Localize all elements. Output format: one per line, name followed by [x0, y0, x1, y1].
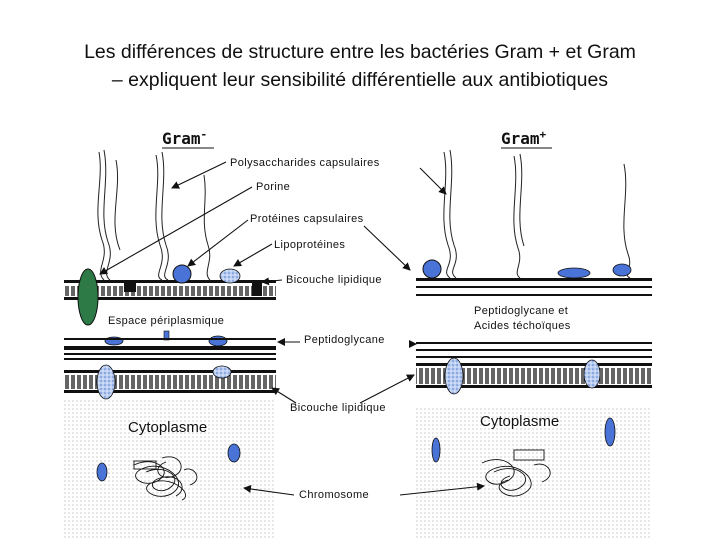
label-peptidoglycane-et: Peptidoglycane et	[474, 305, 568, 317]
label-espace-periplasmique: Espace périplasmique	[108, 315, 224, 327]
title-line-2: – expliquent leur sensibilité différenti…	[111, 69, 609, 91]
label-bicouche-top: Bicouche lipidique	[286, 274, 382, 286]
label-proteines-capsulaires: Protéines capsulaires	[250, 213, 364, 225]
label-chromosome: Chromosome	[299, 489, 369, 501]
gram-positive-title: Gram+	[501, 128, 547, 148]
gram-positive-side	[416, 149, 652, 497]
gram-negative-side	[64, 149, 276, 501]
label-lipoproteines: Lipoprotéines	[274, 239, 345, 251]
slide-title: Les différences de structure entre les b…	[0, 38, 720, 94]
gram-negative-title: Gram-	[162, 128, 207, 148]
label-porine: Porine	[256, 181, 290, 193]
label-polysaccharides: Polysaccharides capsulaires	[230, 157, 380, 169]
label-acides-teichoiques: Acides téchoïques	[474, 320, 571, 332]
title-line-1: Les différences de structure entre les b…	[84, 41, 636, 63]
cell-wall-diagram: Gram- Gram+ Polysaccharides capsulaires …	[64, 120, 652, 540]
label-bicouche-bottom: Bicouche lipidique	[290, 402, 386, 414]
label-peptidoglycane: Peptidoglycane	[304, 334, 385, 346]
label-cytoplasme-left: Cytoplasme	[128, 419, 207, 436]
porin-shape	[77, 268, 99, 326]
pointer-arrows	[99, 161, 485, 496]
label-cytoplasme-right: Cytoplasme	[480, 413, 559, 430]
